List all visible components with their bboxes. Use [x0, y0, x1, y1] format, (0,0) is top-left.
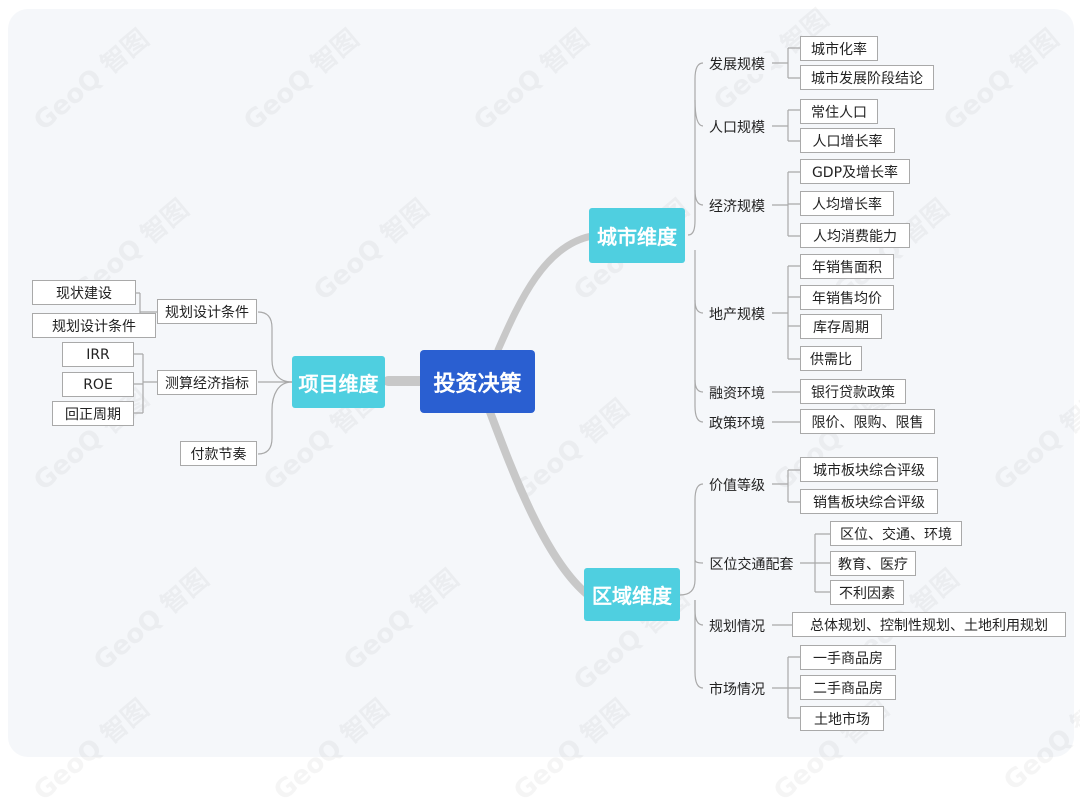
project-metrics-node[interactable]: 测算经济指标 [157, 370, 257, 395]
city-econ-item-1[interactable]: 人均增长率 [800, 191, 894, 216]
city-pop-item-1[interactable]: 人口增长率 [800, 128, 895, 153]
region-market-item-0[interactable]: 一手商品房 [800, 645, 896, 670]
city-estate-node[interactable]: 地产规模 [703, 303, 771, 324]
region-value-node[interactable]: 价值等级 [703, 474, 771, 495]
region-market-item-1[interactable]: 二手商品房 [800, 675, 896, 700]
city-policy-item-0[interactable]: 限价、限购、限售 [800, 409, 935, 434]
project-payment-node[interactable]: 付款节奏 [180, 441, 257, 466]
region-location-item-2[interactable]: 不利因素 [830, 580, 904, 605]
city-estate-item-2[interactable]: 库存周期 [800, 314, 882, 339]
project-dimension-node[interactable]: 项目维度 [292, 356, 385, 408]
project-design-item-0[interactable]: 现状建设 [32, 280, 136, 305]
region-market-node[interactable]: 市场情况 [703, 678, 771, 699]
project-metrics-item-1[interactable]: ROE [62, 372, 134, 397]
city-estate-item-3[interactable]: 供需比 [800, 346, 862, 371]
region-planning-item-0[interactable]: 总体规划、控制性规划、土地利用规划 [792, 612, 1066, 637]
region-location-item-1[interactable]: 教育、医疗 [830, 551, 916, 576]
region-value-item-0[interactable]: 城市板块综合评级 [800, 457, 938, 482]
region-location-node[interactable]: 区位交通配套 [703, 553, 800, 574]
region-value-item-1[interactable]: 销售板块综合评级 [800, 489, 938, 514]
region-location-item-0[interactable]: 区位、交通、环境 [830, 521, 962, 546]
city-policy-node[interactable]: 政策环境 [703, 412, 771, 433]
city-econ-item-2[interactable]: 人均消费能力 [800, 223, 910, 248]
city-finance-item-0[interactable]: 银行贷款政策 [800, 379, 906, 404]
region-market-item-2[interactable]: 土地市场 [800, 706, 884, 731]
city-pop-node[interactable]: 人口规模 [703, 116, 771, 137]
city-dev-item-1[interactable]: 城市发展阶段结论 [800, 65, 934, 90]
project-metrics-item-2[interactable]: 回正周期 [52, 401, 134, 426]
city-econ-item-0[interactable]: GDP及增长率 [800, 159, 910, 184]
city-econ-node[interactable]: 经济规模 [703, 195, 771, 216]
city-dimension-node[interactable]: 城市维度 [589, 208, 685, 263]
region-planning-node[interactable]: 规划情况 [703, 615, 771, 636]
city-estate-item-1[interactable]: 年销售均价 [800, 285, 894, 310]
city-dev-item-0[interactable]: 城市化率 [800, 36, 878, 61]
city-estate-item-0[interactable]: 年销售面积 [800, 254, 894, 279]
city-finance-node[interactable]: 融资环境 [703, 382, 771, 403]
city-dev-node[interactable]: 发展规模 [703, 53, 771, 74]
project-metrics-item-0[interactable]: IRR [62, 342, 134, 367]
city-pop-item-0[interactable]: 常住人口 [800, 99, 878, 124]
project-design-node[interactable]: 规划设计条件 [157, 299, 257, 324]
root-node[interactable]: 投资决策 [420, 350, 535, 413]
project-design-item-1[interactable]: 规划设计条件 [32, 313, 156, 338]
region-dimension-node[interactable]: 区域维度 [584, 568, 680, 621]
